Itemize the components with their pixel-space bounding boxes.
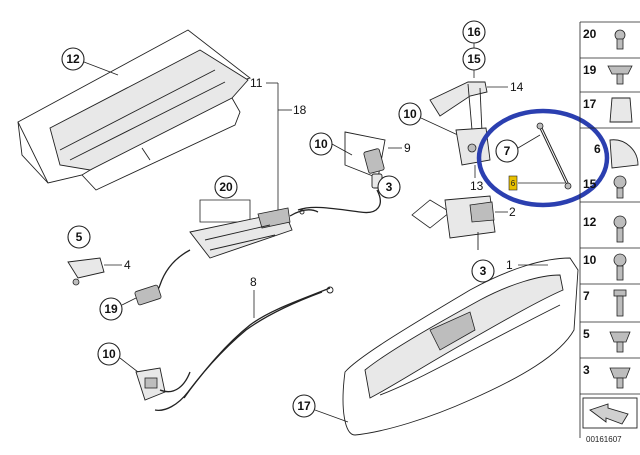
legend-item-10: 10: [580, 253, 640, 285]
bracket-part: [67, 257, 122, 286]
legend-item-5: 5: [580, 327, 640, 359]
callout-16: 16: [462, 20, 486, 48]
lower-actuator-part: [135, 367, 191, 401]
trim-panel-part: [342, 257, 579, 436]
callout-2: 2: [509, 205, 516, 219]
svg-text:7: 7: [504, 144, 511, 158]
storage-tray-part: [17, 29, 251, 191]
gas-strut-part: [518, 122, 572, 190]
legend-item-15: 15: [580, 175, 640, 203]
callout-15: 15: [462, 47, 486, 78]
svg-text:19: 19: [583, 63, 597, 77]
svg-text:18: 18: [293, 103, 307, 117]
svg-text:3: 3: [583, 363, 590, 377]
release-cable-part: [154, 286, 334, 411]
connector-part: [134, 284, 162, 306]
legend-item-20: 20: [580, 27, 640, 59]
lock-actuator-part: [297, 131, 402, 214]
legend-item-3: 3: [580, 363, 640, 395]
svg-text:6: 6: [511, 179, 516, 188]
cap-part: [609, 139, 639, 169]
svg-text:20: 20: [583, 27, 597, 41]
svg-text:15: 15: [583, 177, 597, 191]
callout-10-right: 10: [398, 102, 461, 137]
svg-text:16: 16: [467, 25, 481, 39]
callout-3-upper: 3: [377, 175, 451, 229]
svg-text:11: 11: [250, 76, 263, 90]
hinge-bracket-part: [455, 127, 491, 178]
svg-text:12: 12: [583, 215, 597, 229]
callout-19: 19: [99, 297, 137, 321]
svg-text:3: 3: [386, 180, 393, 194]
svg-text:10: 10: [583, 253, 597, 267]
svg-text:10: 10: [102, 347, 116, 361]
svg-text:5: 5: [583, 327, 590, 341]
callout-3-lower: 3: [471, 259, 495, 283]
direction-arrow-icon: [582, 397, 638, 429]
highlight-circle: [476, 108, 610, 208]
svg-text:3: 3: [480, 264, 487, 278]
callout-1: 1: [506, 258, 513, 272]
svg-text:19: 19: [104, 302, 118, 316]
svg-text:17: 17: [583, 97, 597, 111]
svg-text:7: 7: [583, 289, 590, 303]
callout-10-bottom: 10: [97, 342, 139, 373]
callout-14: 14: [510, 80, 524, 94]
callout-20: 20: [199, 175, 251, 223]
callout-10-center: 10: [309, 132, 353, 156]
legend-item-19: 19: [580, 63, 640, 93]
callout-18: 18: [278, 103, 307, 117]
svg-text:15: 15: [467, 52, 481, 66]
latch-part: [444, 195, 508, 250]
callout-8: 8: [250, 275, 257, 318]
callout-6: 6: [594, 142, 601, 156]
hinge-arm-part: [429, 81, 508, 133]
callout-5: 5: [67, 225, 91, 249]
callout-17: 17: [292, 394, 349, 423]
highlight-tag: 6: [508, 175, 518, 191]
callout-13: 13: [470, 179, 484, 193]
svg-text:20: 20: [219, 180, 233, 194]
callout-12: 12: [61, 47, 119, 76]
svg-text:10: 10: [403, 107, 417, 121]
legend-item-17: 17: [580, 97, 640, 129]
svg-text:12: 12: [66, 52, 80, 66]
svg-text:5: 5: [76, 230, 83, 244]
trunk-lock-part: [145, 207, 319, 297]
callout-11: 11: [250, 76, 279, 210]
svg-text:8: 8: [250, 275, 257, 289]
svg-text:10: 10: [314, 137, 328, 151]
svg-text:17: 17: [297, 399, 311, 413]
diagram-id: 00161607: [586, 435, 622, 444]
fastener-legend: 20 19 17 15 12 10: [579, 21, 640, 444]
callout-7: 7: [495, 134, 541, 163]
legend-item-7: 7: [580, 289, 640, 323]
callout-9: 9: [404, 141, 411, 155]
callout-4: 4: [124, 258, 131, 272]
legend-item-12: 12: [580, 215, 640, 249]
